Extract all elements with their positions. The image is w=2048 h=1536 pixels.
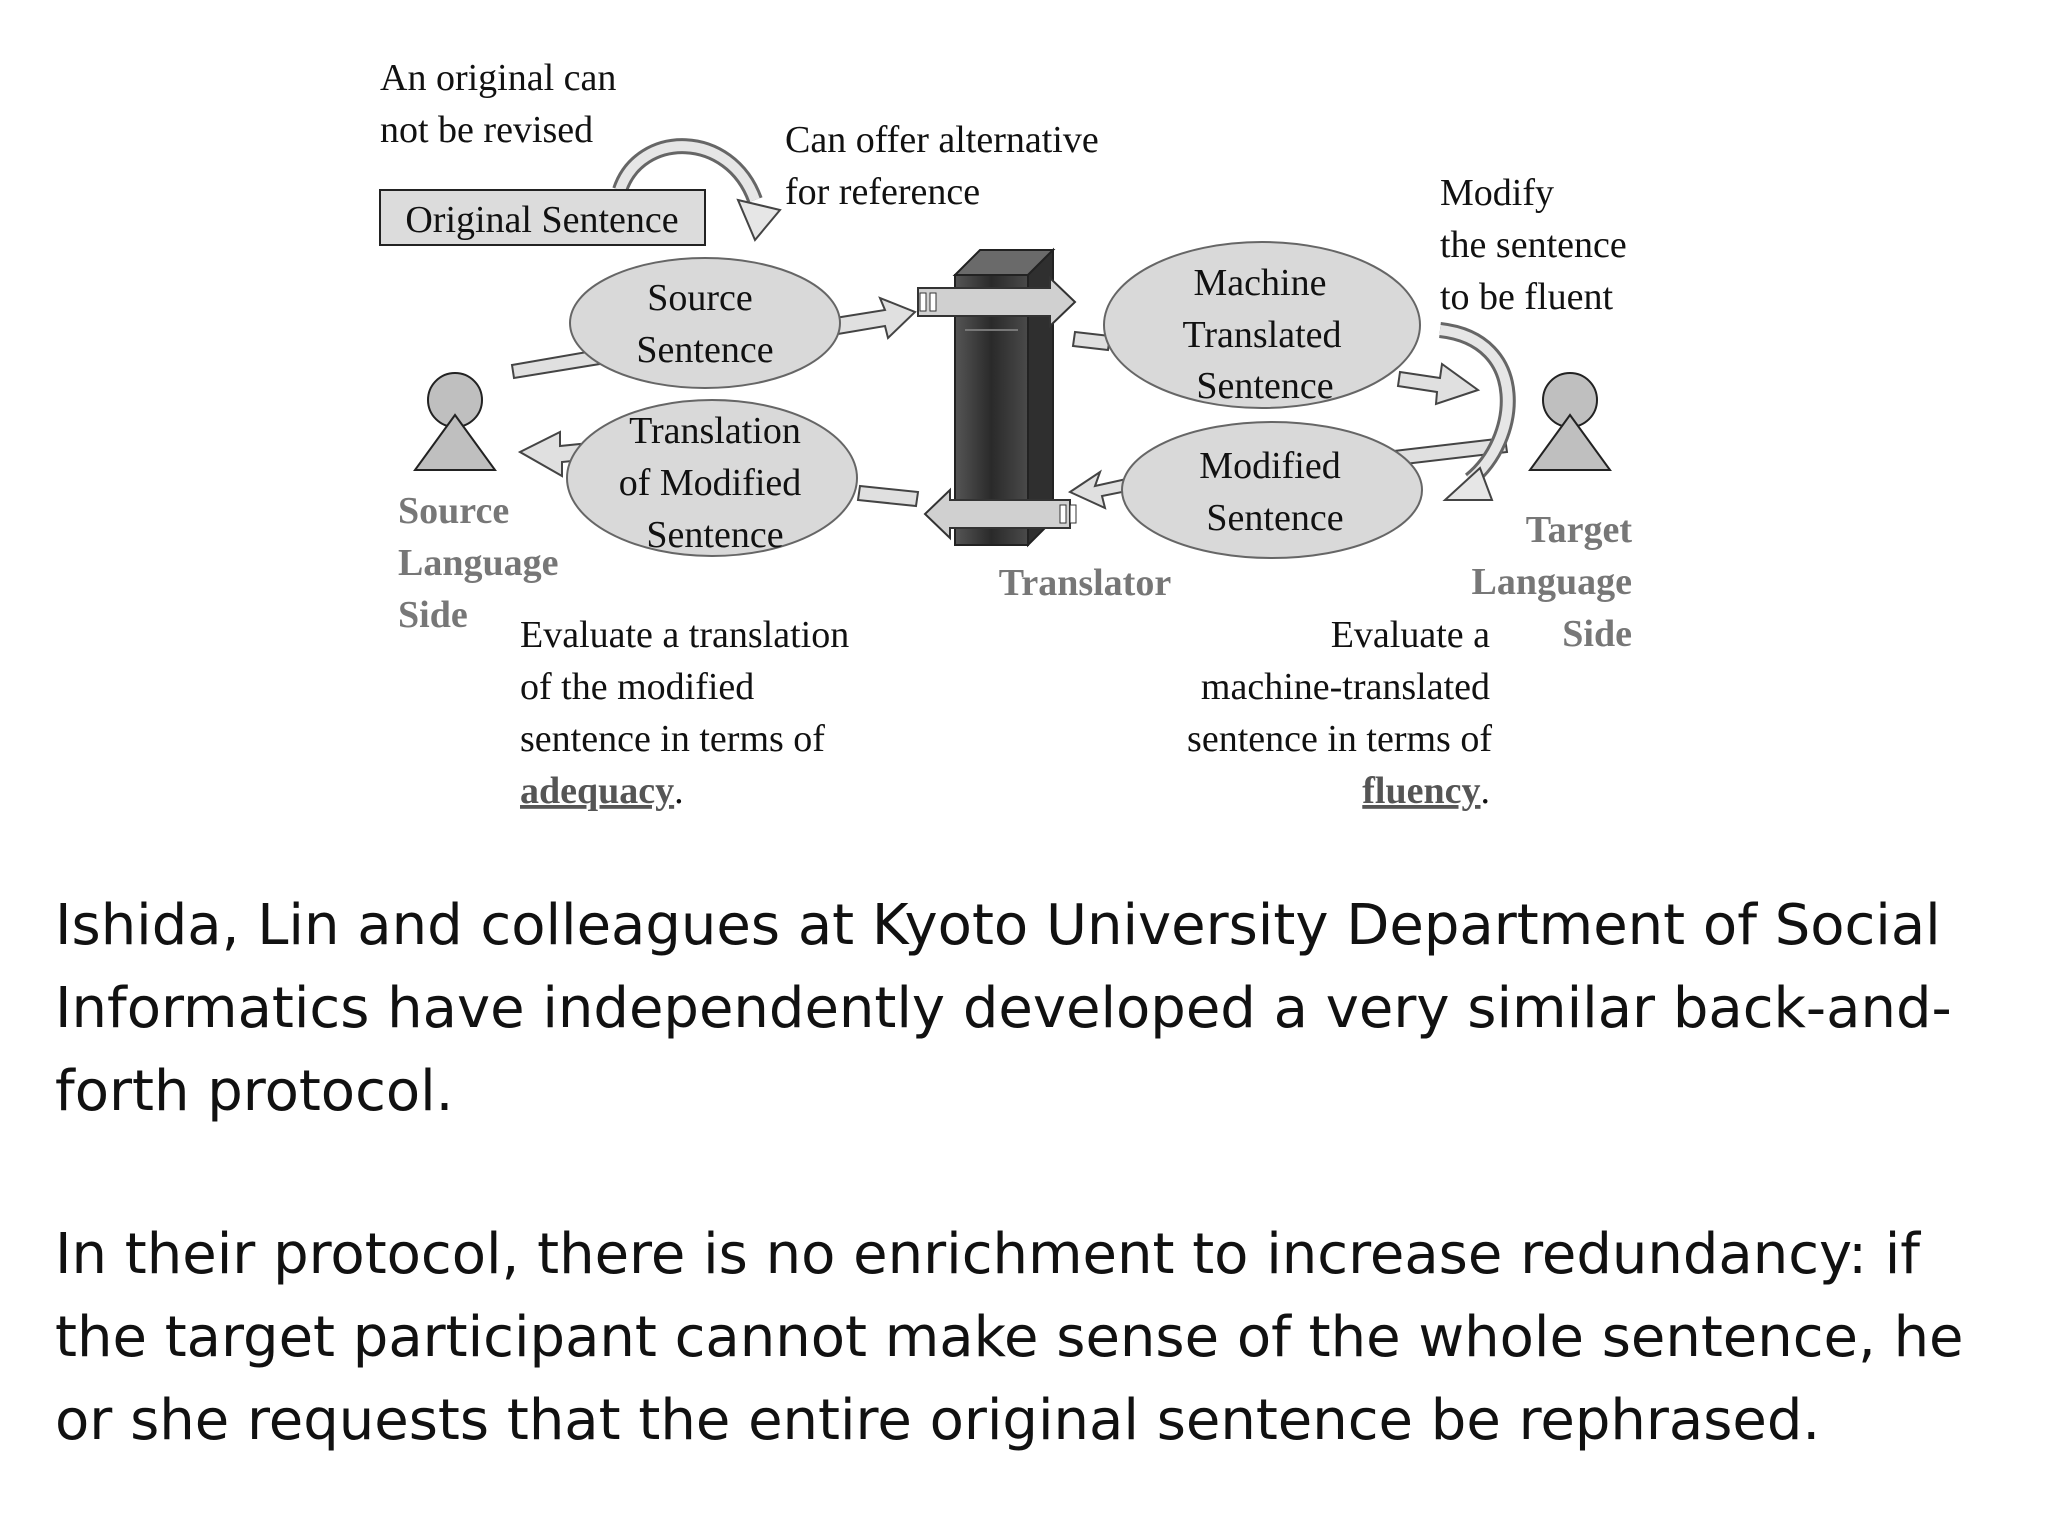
note-alternative-line-2: for reference bbox=[785, 171, 980, 213]
machine-line-3: Sentence bbox=[1196, 365, 1333, 407]
source-sentence-line-1: Source bbox=[647, 277, 753, 319]
translation-line-1: Translation bbox=[629, 410, 801, 452]
machine-line-1: Machine bbox=[1194, 262, 1327, 304]
target-side-line-3: Side bbox=[1562, 613, 1632, 655]
target-side-line-2: Language bbox=[1472, 561, 1632, 603]
fluency-line-1: Evaluate a bbox=[1331, 614, 1490, 656]
machine-line-2: Translated bbox=[1182, 314, 1341, 356]
adequacy-keyword: adequacy bbox=[520, 770, 674, 812]
translation-protocol-diagram: Original Sentence An original can not be… bbox=[379, 57, 1633, 812]
source-person-icon bbox=[413, 372, 497, 471]
note-original-line-2: not be revised bbox=[380, 109, 593, 151]
translator-tower-icon bbox=[917, 247, 1077, 548]
translation-of-modified-ellipse bbox=[566, 399, 858, 557]
translation-line-3: Sentence bbox=[646, 514, 783, 556]
fluency-line-3: sentence in terms of bbox=[1187, 718, 1492, 760]
source-sentence-line-2: Sentence bbox=[636, 329, 773, 371]
target-side-line-1: Target bbox=[1526, 509, 1633, 551]
fluency-keyword-line: fluency. bbox=[1362, 770, 1490, 812]
adequacy-line-1: Evaluate a translation bbox=[520, 614, 849, 656]
paragraph-ishida-lin: Ishida, Lin and colleagues at Kyoto Univ… bbox=[55, 893, 1952, 1124]
translator-label: Translator bbox=[999, 562, 1172, 604]
fluency-period: . bbox=[1481, 770, 1491, 812]
modified-line-2: Sentence bbox=[1206, 497, 1343, 539]
note-modify-line-2: the sentence bbox=[1440, 224, 1627, 266]
fluency-keyword: fluency bbox=[1362, 770, 1480, 812]
original-sentence-box bbox=[379, 189, 706, 246]
target-person-icon bbox=[1528, 372, 1612, 471]
adequacy-line-3: sentence in terms of bbox=[520, 718, 825, 760]
source-sentence-ellipse bbox=[569, 257, 841, 389]
modified-sentence-ellipse bbox=[1121, 421, 1423, 559]
fluency-line-2: machine-translated bbox=[1201, 666, 1490, 708]
source-side-line-1: Source bbox=[398, 490, 509, 532]
note-alternative-line-1: Can offer alternative bbox=[785, 119, 1099, 161]
arrow-source-to-translator bbox=[833, 296, 917, 340]
curved-arrow-original bbox=[612, 138, 782, 242]
adequacy-line-2: of the modified bbox=[520, 666, 754, 708]
source-side-line-3: Side bbox=[398, 594, 468, 636]
arrow-translator-to-machine bbox=[1071, 330, 1112, 352]
note-modify-line-1: Modify bbox=[1440, 172, 1554, 214]
adequacy-keyword-line: adequacy. bbox=[520, 770, 684, 812]
note-original-line-1: An original can bbox=[380, 57, 616, 99]
machine-translated-ellipse bbox=[1103, 241, 1421, 409]
modified-line-1: Modified bbox=[1199, 445, 1340, 487]
translation-line-2: of Modified bbox=[619, 462, 802, 504]
source-side-line-2: Language bbox=[398, 542, 558, 584]
note-modify-line-3: to be fluent bbox=[1440, 276, 1614, 318]
adequacy-period: . bbox=[674, 770, 684, 812]
curved-arrow-modify bbox=[1438, 322, 1516, 501]
arrow-translator-to-translation bbox=[856, 484, 920, 508]
original-sentence-label: Original Sentence bbox=[405, 199, 678, 241]
paragraph-protocol-redundancy: In their protocol, there is no enrichmen… bbox=[55, 1222, 1964, 1453]
arrow-machine-to-target bbox=[1396, 362, 1481, 406]
